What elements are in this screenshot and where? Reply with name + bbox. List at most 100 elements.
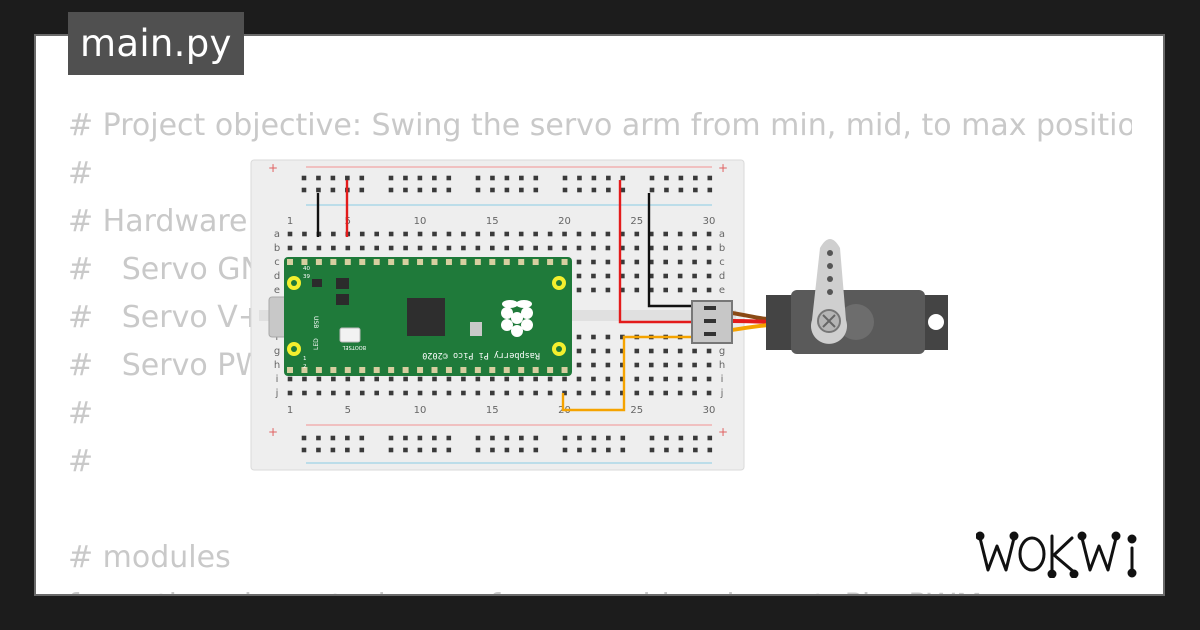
breadboard-hole[interactable]	[287, 231, 293, 237]
pico-pin[interactable]	[287, 259, 293, 265]
breadboard-hole[interactable]	[504, 245, 510, 251]
breadboard-hole[interactable]	[301, 187, 307, 193]
breadboard-hole[interactable]	[331, 390, 336, 396]
breadboard-hole[interactable]	[547, 245, 553, 251]
breadboard-hole[interactable]	[706, 259, 712, 265]
breadboard-hole[interactable]	[475, 447, 481, 453]
breadboard-hole[interactable]	[533, 187, 539, 193]
breadboard-hole[interactable]	[576, 348, 582, 354]
breadboard-hole[interactable]	[301, 447, 307, 453]
breadboard-hole[interactable]	[475, 175, 481, 181]
breadboard-hole[interactable]	[287, 390, 293, 396]
breadboard-hole[interactable]	[591, 259, 596, 265]
breadboard-hole[interactable]	[677, 348, 683, 354]
breadboard-hole[interactable]	[634, 390, 640, 396]
breadboard-hole[interactable]	[591, 231, 596, 237]
breadboard-hole[interactable]	[475, 390, 481, 396]
breadboard-hole[interactable]	[316, 175, 321, 181]
breadboard-hole[interactable]	[707, 175, 713, 181]
breadboard-hole[interactable]	[692, 362, 697, 368]
breadboard-hole[interactable]	[301, 435, 307, 441]
breadboard-hole[interactable]	[663, 273, 668, 279]
breadboard-hole[interactable]	[634, 259, 640, 265]
breadboard-hole[interactable]	[620, 273, 625, 279]
breadboard-hole[interactable]	[345, 435, 350, 441]
breadboard-hole[interactable]	[591, 273, 596, 279]
breadboard-hole[interactable]	[577, 175, 582, 181]
breadboard-hole[interactable]	[547, 390, 553, 396]
pico-pin[interactable]	[561, 259, 568, 265]
breadboard-hole[interactable]	[605, 362, 611, 368]
breadboard-hole[interactable]	[591, 362, 596, 368]
breadboard-hole[interactable]	[693, 187, 698, 193]
wire-servo-power[interactable]	[618, 180, 702, 324]
breadboard-hole[interactable]	[446, 447, 452, 453]
breadboard-hole[interactable]	[490, 187, 495, 193]
breadboard-hole[interactable]	[345, 376, 351, 382]
servo-motor[interactable]	[691, 239, 948, 354]
breadboard-hole[interactable]	[359, 231, 365, 237]
breadboard-hole[interactable]	[605, 287, 611, 293]
breadboard-hole[interactable]	[678, 447, 684, 453]
breadboard-hole[interactable]	[446, 231, 452, 237]
pico-pin[interactable]	[344, 259, 351, 265]
breadboard-hole[interactable]	[648, 376, 654, 382]
breadboard-hole[interactable]	[576, 362, 582, 368]
pico-pin[interactable]	[561, 367, 568, 373]
breadboard-hole[interactable]	[388, 376, 394, 382]
pico-pin[interactable]	[373, 367, 380, 373]
breadboard-hole[interactable]	[706, 287, 712, 293]
breadboard-hole[interactable]	[475, 231, 481, 237]
breadboard-hole[interactable]	[475, 435, 481, 441]
breadboard-hole[interactable]	[576, 245, 582, 251]
breadboard-hole[interactable]	[446, 175, 452, 181]
breadboard-hole[interactable]	[432, 231, 437, 237]
breadboard-hole[interactable]	[388, 435, 394, 441]
breadboard-hole[interactable]	[533, 435, 539, 441]
breadboard-hole[interactable]	[432, 187, 437, 193]
breadboard-hole[interactable]	[432, 376, 437, 382]
breadboard-hole[interactable]	[663, 348, 668, 354]
bootsel-button[interactable]	[339, 327, 361, 343]
breadboard-hole[interactable]	[417, 187, 423, 193]
breadboard-hole[interactable]	[316, 447, 321, 453]
breadboard-hole[interactable]	[316, 187, 321, 193]
breadboard-hole[interactable]	[446, 435, 452, 441]
breadboard-hole[interactable]	[490, 175, 495, 181]
breadboard-hole[interactable]	[518, 231, 524, 237]
breadboard-hole[interactable]	[605, 348, 611, 354]
breadboard-hole[interactable]	[359, 187, 365, 193]
breadboard-hole[interactable]	[403, 435, 408, 441]
breadboard-hole[interactable]	[664, 187, 669, 193]
breadboard-hole[interactable]	[620, 287, 625, 293]
breadboard-hole[interactable]	[706, 273, 712, 279]
breadboard-hole[interactable]	[504, 187, 510, 193]
breadboard-hole[interactable]	[649, 435, 655, 441]
breadboard-hole[interactable]	[359, 245, 365, 251]
tab-main-py[interactable]: main.py	[68, 12, 244, 75]
breadboard-hole[interactable]	[475, 187, 481, 193]
breadboard-hole[interactable]	[664, 435, 669, 441]
breadboard-hole[interactable]	[374, 245, 379, 251]
breadboard-hole[interactable]	[359, 447, 365, 453]
breadboard-hole[interactable]	[432, 245, 437, 251]
breadboard-hole[interactable]	[591, 348, 596, 354]
breadboard-hole[interactable]	[692, 259, 697, 265]
wires[interactable]	[316, 180, 702, 412]
breadboard-hole[interactable]	[649, 187, 655, 193]
breadboard-hole[interactable]	[302, 245, 307, 251]
pico-pin[interactable]	[547, 259, 554, 265]
breadboard-hole[interactable]	[605, 231, 611, 237]
breadboard-hole[interactable]	[648, 273, 654, 279]
breadboard-hole[interactable]	[374, 231, 379, 237]
breadboard-hole[interactable]	[576, 273, 582, 279]
breadboard-hole[interactable]	[490, 390, 495, 396]
pico-pin[interactable]	[388, 367, 395, 373]
pico-pin[interactable]	[359, 367, 366, 373]
breadboard-hole[interactable]	[692, 348, 697, 354]
breadboard-hole[interactable]	[576, 334, 582, 340]
breadboard-hole[interactable]	[591, 435, 597, 441]
pico-pin[interactable]	[388, 259, 395, 265]
breadboard-hole[interactable]	[677, 245, 683, 251]
breadboard-hole[interactable]	[533, 447, 539, 453]
